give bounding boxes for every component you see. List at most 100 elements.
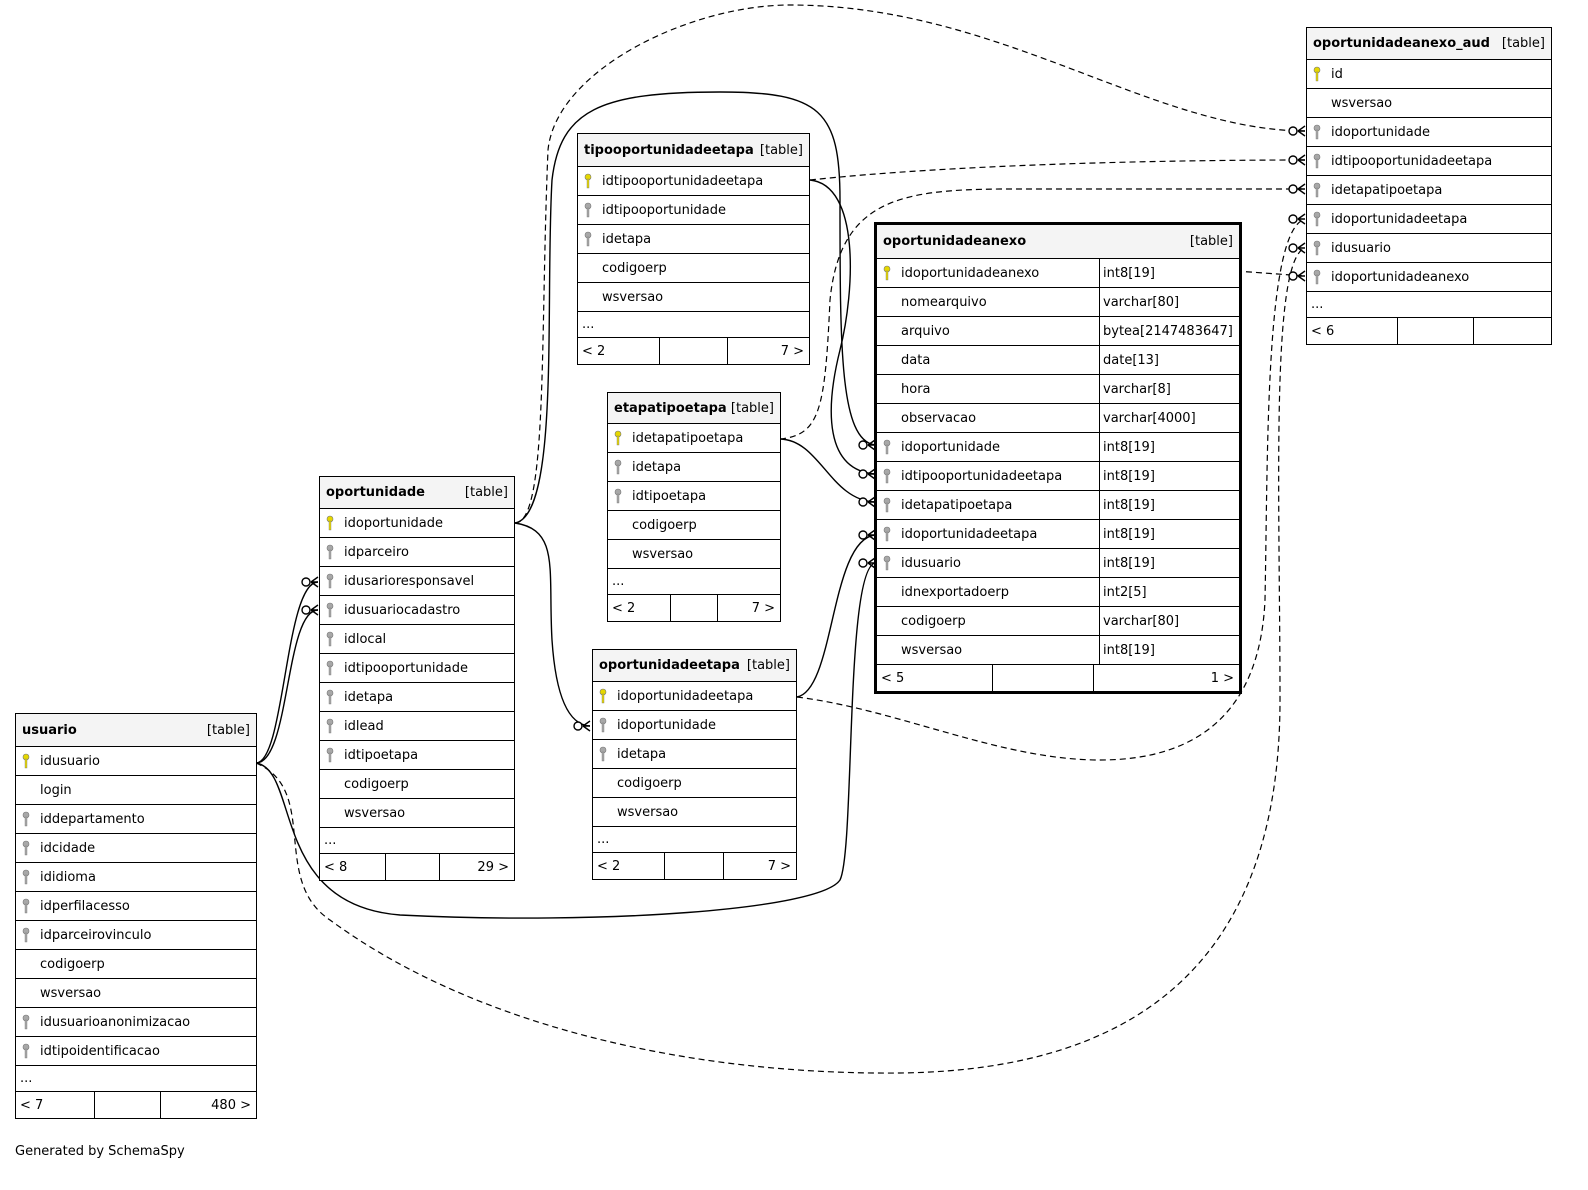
column-name: id — [1331, 66, 1343, 82]
column-row[interactable]: idetapa — [608, 453, 780, 482]
table-name: oportunidadeetapa — [599, 658, 740, 673]
table-header[interactable]: oportunidadeanexo_aud[table] — [1307, 28, 1551, 60]
column-row[interactable]: idtipoetapa — [320, 741, 514, 770]
column-row[interactable]: idusuario — [1307, 234, 1551, 263]
child-count[interactable]: 1 > — [1210, 670, 1234, 686]
column-row[interactable]: idetapatipoetapa — [1307, 176, 1551, 205]
table-header[interactable]: tipooportunidadeetapa[table] — [578, 134, 809, 167]
table-oportunidadeetapa[interactable]: oportunidadeetapa[table]idoportunidadeet… — [592, 649, 797, 880]
column-row[interactable]: idoportunidade — [320, 509, 514, 538]
column-row[interactable]: idparceiro — [320, 538, 514, 567]
column-row[interactable]: wsversao — [593, 798, 796, 827]
child-count[interactable] — [1474, 318, 1551, 344]
parent-count[interactable]: < 5 — [877, 665, 993, 691]
column-row[interactable]: wsversao — [608, 540, 780, 569]
column-row[interactable]: idcidade — [16, 834, 256, 863]
column-row[interactable]: wsversao — [1307, 89, 1551, 118]
column-row[interactable]: wsversao — [320, 799, 514, 828]
column-row[interactable]: idparceirovinculo — [16, 921, 256, 950]
table-tipooportunidadeetapa[interactable]: tipooportunidadeetapa[table]idtipooportu… — [577, 133, 810, 365]
table-header[interactable]: usuario[table] — [16, 714, 256, 747]
link-usuario-oportunidade-responsavel — [255, 581, 319, 764]
parent-count[interactable]: < 2 — [608, 595, 671, 621]
column-type: varchar[8] — [1099, 375, 1239, 403]
column-row[interactable]: idusuariocadastro — [320, 596, 514, 625]
child-count[interactable]: 7 > — [780, 343, 804, 359]
table-header[interactable]: etapatipoetapa[table] — [608, 393, 780, 424]
child-count[interactable]: 7 > — [767, 858, 791, 874]
column-row[interactable]: idetapa — [578, 225, 809, 254]
column-row[interactable]: codigoerp — [608, 511, 780, 540]
column-row[interactable]: codigoerp — [16, 950, 256, 979]
table-oportunidadeanexo[interactable]: oportunidadeanexo[table]idoportunidadean… — [874, 222, 1242, 694]
column-row[interactable]: idetapa — [593, 740, 796, 769]
parent-count[interactable]: < 2 — [578, 338, 660, 364]
column-row[interactable]: wsversao — [578, 283, 809, 312]
column-row[interactable]: idoportunidade — [1307, 118, 1551, 147]
column-row[interactable]: idoportunidadeetapa — [593, 682, 796, 711]
table-header[interactable]: oportunidadeanexo[table] — [877, 225, 1239, 259]
column-row[interactable]: idusuarioanonimizacao — [16, 1008, 256, 1037]
column-row[interactable]: idperfilacesso — [16, 892, 256, 921]
column-row[interactable]: idoportunidadeetapa — [1307, 205, 1551, 234]
parent-count[interactable]: < 6 — [1307, 318, 1398, 344]
column-row[interactable]: idusuario — [16, 747, 256, 776]
column-row[interactable]: wsversao — [16, 979, 256, 1008]
table-name: etapatipoetapa — [614, 400, 727, 416]
row-count-cell — [665, 853, 724, 879]
column-row[interactable]: login — [16, 776, 256, 805]
column-row[interactable]: idetapatipoetapa — [608, 424, 780, 453]
column-row[interactable]: idoportunidadeanexo — [1307, 263, 1551, 292]
parent-count[interactable]: < 2 — [593, 853, 665, 879]
column-row[interactable]: idtipooportunidadeetapa — [578, 167, 809, 196]
column-row[interactable]: idoportunidade — [593, 711, 796, 740]
table-kind: [table] — [1501, 36, 1545, 51]
parent-count[interactable]: < 7 — [16, 1092, 95, 1118]
column-row[interactable]: id — [1307, 60, 1551, 89]
child-count[interactable]: 7 > — [751, 600, 775, 616]
generated-by-label: Generated by SchemaSpy — [15, 1144, 185, 1159]
column-row[interactable]: idtipooportunidadeetapa — [1307, 147, 1551, 176]
column-row[interactable]: idlead — [320, 712, 514, 741]
column-row[interactable]: codigoerp — [593, 769, 796, 798]
column-row[interactable]: codigoerp — [578, 254, 809, 283]
column-row[interactable]: idtipooportunidade — [578, 196, 809, 225]
column-row[interactable]: idtipoidentificacao — [16, 1037, 256, 1066]
table-header[interactable]: oportunidade[table] — [320, 477, 514, 509]
column-row[interactable]: idtipoetapa — [608, 482, 780, 511]
link-usuario-oportunidadeanexo — [255, 562, 876, 919]
child-count[interactable]: 480 > — [211, 1097, 251, 1113]
column-name: idoportunidade — [344, 515, 444, 531]
table-oportunidade[interactable]: oportunidade[table] idoportunidade idparce… — [319, 476, 515, 881]
column-row[interactable]: idetapa — [320, 683, 514, 712]
column-row[interactable]: codigoerp — [320, 770, 514, 799]
foreign-key-icon — [578, 231, 598, 247]
parent-count[interactable]: < 8 — [320, 854, 386, 880]
column-type: int2[5] — [1099, 578, 1239, 606]
column-row[interactable]: ididioma — [16, 863, 256, 892]
table-header[interactable]: oportunidadeetapa[table] — [593, 650, 796, 682]
child-count[interactable]: 29 > — [477, 859, 509, 875]
column-row[interactable]: idtipooportunidade — [320, 654, 514, 683]
column-row[interactable]: idusarioresponsavel — [320, 567, 514, 596]
column-row[interactable]: idlocal — [320, 625, 514, 654]
column-row[interactable]: iddepartamento — [16, 805, 256, 834]
column-name: idetapa — [617, 746, 667, 762]
